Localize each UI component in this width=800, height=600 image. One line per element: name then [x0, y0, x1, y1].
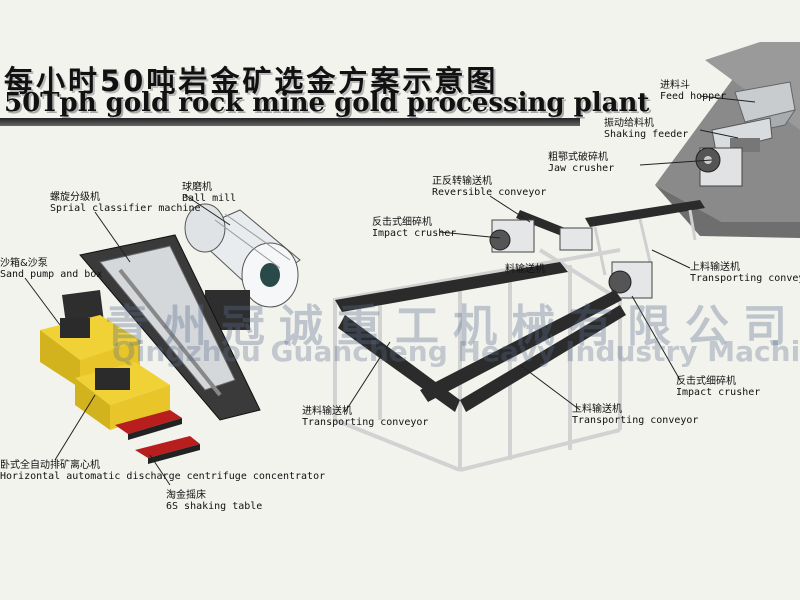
centrifuge-concentrator [75, 362, 170, 430]
label-feed-hopper-en: Feed hopper [660, 91, 727, 102]
label-shaking-table-en: 6S shaking table [166, 501, 263, 512]
label-shaking-feeder-en: Shaking feeder [604, 129, 689, 140]
label-middle-conveyor-cn: 料输送机 [505, 264, 545, 275]
label-reversible-conveyor: 正反转输送机 Reversible conveyor [432, 176, 546, 198]
label-reversible-conveyor-en: Reversible conveyor [432, 187, 547, 198]
label-shaking-table: 淘金摇床 6S shaking table [166, 490, 262, 512]
label-impact-crusher-1: 反击式细碎机 Impact crusher [372, 217, 456, 239]
label-centrifuge-cn: 卧式全自动排矿离心机 [0, 460, 100, 471]
label-jaw-crusher-cn: 粗鄂式破碎机 [548, 152, 608, 163]
ball-mill [184, 203, 301, 330]
label-transporting-conveyor-bottom-cn: 上料输送机 [572, 404, 622, 415]
page-title-en: 50Tph gold rock mine gold processing pla… [4, 88, 650, 118]
label-transporting-conveyor-feed-cn: 进料输送机 [302, 406, 352, 417]
label-ball-mill: 球磨机 Ball mill [182, 182, 236, 204]
shaking-table [115, 410, 200, 464]
label-impact-crusher-2: 反击式细碎机 Impact crusher [676, 376, 760, 398]
watermark-company-cn: 青州冠诚重工机械有限公司 [105, 301, 800, 352]
label-ball-mill-cn: 球磨机 [182, 182, 212, 193]
label-transporting-conveyor-right: 上料输送机 Transporting conveyor [690, 262, 800, 284]
label-transporting-conveyor-feed-en: Transporting conveyor [302, 417, 429, 428]
label-middle-conveyor: 料输送机 [505, 264, 545, 275]
leader-lines [24, 95, 756, 486]
upper-conveyor [585, 200, 705, 276]
label-transporting-conveyor-bottom: 上料输送机 Transporting conveyor [572, 404, 698, 426]
label-sand-pump-en: Sand pump and box [0, 269, 103, 280]
label-shaking-feeder: 振动给料机 Shaking feeder [604, 118, 688, 140]
label-transporting-conveyor-right-en: Transporting conveyor [690, 273, 800, 284]
label-centrifuge-en: Horizontal automatic discharge centrifug… [0, 471, 326, 482]
label-spiral-classifier: 螺旋分级机 Sprial classifier machine [50, 192, 201, 214]
label-shaking-feeder-cn: 振动给料机 [604, 118, 654, 129]
label-jaw-crusher: 粗鄂式破碎机 Jaw crusher [548, 152, 614, 174]
title-underline-bar [0, 118, 580, 126]
label-feed-hopper: 进料斗 Feed hopper [660, 80, 726, 102]
jaw-crusher [695, 147, 743, 187]
label-centrifuge: 卧式全自动排矿离心机 Horizontal automatic discharg… [0, 460, 325, 482]
label-spiral-classifier-cn: 螺旋分级机 [50, 192, 100, 203]
impact-crusher-1 [489, 219, 593, 253]
label-reversible-conveyor-cn: 正反转输送机 [432, 176, 492, 187]
label-transporting-conveyor-bottom-en: Transporting conveyor [572, 415, 699, 426]
label-feed-hopper-cn: 进料斗 [660, 80, 690, 91]
long-conveyors [335, 262, 626, 412]
label-sand-pump: 沙箱&沙泵 Sand pump and box [0, 258, 102, 280]
watermark-company-en: Qingzhou Guancheng Heavy Industry Machin… [112, 335, 800, 368]
label-ball-mill-en: Ball mill [182, 193, 237, 204]
label-impact-crusher-2-cn: 反击式细碎机 [676, 376, 736, 387]
label-transporting-conveyor-right-cn: 上料输送机 [690, 262, 740, 273]
label-transporting-conveyor-feed: 进料输送机 Transporting conveyor [302, 406, 428, 428]
label-sand-pump-cn: 沙箱&沙泵 [0, 258, 48, 269]
label-impact-crusher-2-en: Impact crusher [676, 387, 761, 398]
label-shaking-table-cn: 淘金摇床 [166, 490, 206, 501]
label-jaw-crusher-en: Jaw crusher [548, 163, 615, 174]
impact-crusher-2 [608, 261, 653, 299]
label-spiral-classifier-en: Sprial classifier machine [50, 203, 201, 214]
label-impact-crusher-1-cn: 反击式细碎机 [372, 217, 432, 228]
spiral-classifier [79, 234, 261, 421]
label-impact-crusher-1-en: Impact crusher [372, 228, 457, 239]
page-title-cn: 每小时50吨岩金矿选金方案示意图 [4, 64, 499, 98]
